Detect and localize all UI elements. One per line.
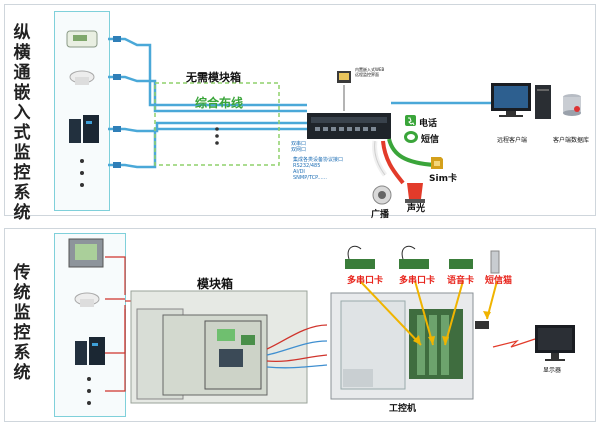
remote-client-monitor — [491, 83, 531, 117]
more-devices-dots — [87, 377, 91, 405]
ipc-label: 工控机 — [389, 404, 417, 414]
interface-item: SNMP/TCP...... — [293, 175, 327, 181]
bottom-diagram — [68, 238, 575, 405]
remote-web-label: 内置嵌入式WEB 远程监控界面 — [355, 67, 385, 77]
cabling-dots — [215, 127, 219, 145]
device-cables — [108, 37, 307, 169]
sim-label: Sim卡 — [429, 174, 457, 184]
sms-icon — [404, 131, 418, 143]
cabling-zone — [154, 82, 280, 166]
interface-item: AI/DI — [293, 169, 305, 175]
broadcast-label: 广播 — [371, 210, 390, 220]
siren-icon — [405, 183, 425, 203]
server-tower — [535, 85, 551, 119]
database-icon — [563, 94, 581, 116]
module-box-label: 模块箱 — [197, 277, 234, 291]
card-label-serial-2: 多串口卡 — [399, 276, 436, 286]
embedded-controller — [307, 113, 391, 139]
alarm-cables — [372, 138, 436, 185]
phone-icon — [405, 115, 416, 126]
display-monitor — [535, 325, 575, 361]
traditional-system-title: 传统监控系统 — [13, 263, 31, 383]
smoke-detector-device — [74, 292, 100, 307]
module-box — [130, 290, 308, 404]
embedded-system-panel: 纵横通嵌入式监控系统 — [4, 4, 596, 223]
voice-card — [449, 259, 473, 269]
install-arrows — [359, 280, 498, 346]
interface-item: 集成各类设备协议接口 — [293, 157, 344, 163]
interface-list: 集成各类设备协议接口 RS232/485 AI/DI SNMP/TCP.....… — [293, 157, 343, 181]
no-module-box-label: 无需模块箱 — [186, 71, 241, 84]
device-wires — [105, 256, 137, 392]
remote-client-label: 远程客户端 — [497, 137, 528, 144]
serial-card-1 — [345, 245, 375, 269]
card-label-voice: 语音卡 — [447, 276, 475, 286]
card-label-serial-1: 多串口卡 — [347, 276, 384, 286]
sim-card-icon — [431, 157, 443, 169]
sensor-module-device — [66, 30, 98, 48]
traditional-system-panel: 传统监控系统 — [4, 228, 596, 422]
sms-modem — [490, 250, 500, 274]
box-cables — [266, 324, 328, 369]
client-db-label: 客户端数据库 — [553, 137, 590, 144]
speaker-icon — [372, 185, 392, 205]
phone-label: 电话 — [419, 119, 438, 129]
smoke-detector-device — [69, 70, 95, 85]
remote-web-thumbnail — [337, 71, 351, 111]
ups-device — [75, 337, 105, 365]
sms-label: 短信 — [421, 135, 440, 145]
sound-light-label: 声光 — [407, 204, 426, 214]
card-label-sms-modem: 短信猫 — [485, 276, 513, 286]
cabling-label: 综合布线 — [195, 96, 244, 110]
display-label: 显示器 — [543, 367, 562, 374]
sensor-module-device — [68, 238, 104, 268]
ports-label: 双串口 双网口 — [291, 141, 307, 153]
display-link — [492, 338, 536, 348]
ups-device — [69, 115, 99, 143]
serial-card-2 — [399, 245, 429, 269]
industrial-pc — [330, 292, 489, 400]
top-diagram — [66, 30, 581, 205]
cable-plugs — [113, 36, 121, 168]
more-devices-dots — [80, 159, 84, 187]
interface-item: RS232/485 — [293, 163, 321, 169]
arrow-heads — [413, 311, 491, 345]
embedded-system-title: 纵横通嵌入式监控系统 — [13, 23, 31, 223]
